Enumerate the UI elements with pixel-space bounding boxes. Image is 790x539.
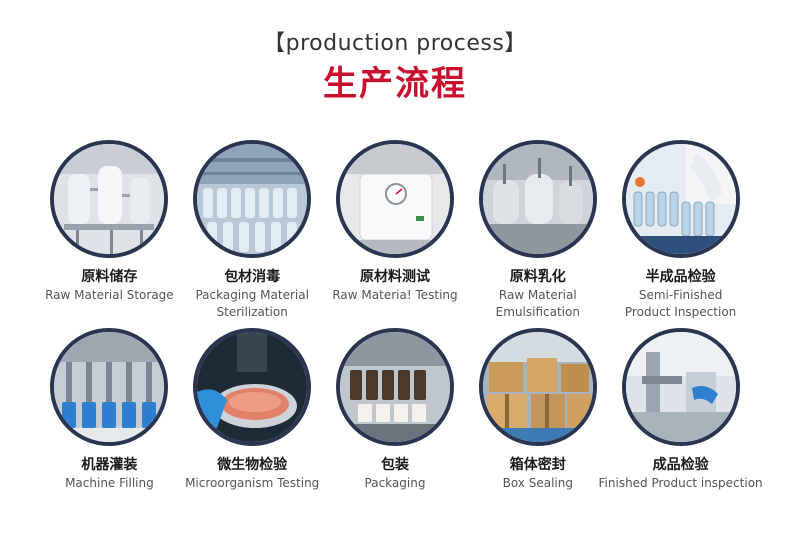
step-title-en-line-2: Product Inspection xyxy=(624,305,737,319)
process-step-microorganism-testing: 微生物检验 Microorganism Testing xyxy=(181,328,324,508)
step-title-zh: 原材料测试 xyxy=(359,269,430,285)
step-title-en: Box Sealing xyxy=(502,476,573,490)
petri-dish-photo xyxy=(193,328,312,446)
page-title-chinese: 生产流程 xyxy=(323,64,467,104)
step-title-zh: 箱体密封 xyxy=(509,457,566,473)
step-title-en: Raw Material Storage xyxy=(45,288,174,302)
step-title-en-line-2: Sterilization xyxy=(216,305,288,319)
step-title-zh: 包装 xyxy=(380,457,409,473)
filling-machine-photo xyxy=(50,328,169,446)
glass-bottles-photo xyxy=(193,140,312,258)
cardboard-boxes-photo xyxy=(478,328,597,446)
process-step-raw-material-storage: 原料储存 Raw Material Storage xyxy=(38,140,181,328)
step-title-en-line-1: Raw Material xyxy=(498,288,577,302)
step-title-en: Machine Filling xyxy=(65,476,154,490)
test-tubes-photo xyxy=(621,140,740,258)
step-title-zh: 半成品检验 xyxy=(645,269,716,285)
inspection-lab-photo xyxy=(621,328,740,446)
step-title-en: Finished Product inspection xyxy=(598,476,763,490)
step-title-en-line-1: Semi-Finished xyxy=(638,288,723,302)
step-title-zh: 成品检验 xyxy=(652,457,709,473)
page-title-english: 【production process】 xyxy=(263,31,527,56)
step-title-en: Raw Materia! Testing xyxy=(332,288,458,302)
process-step-machine-filling: 机器灌装 Machine Filling xyxy=(38,328,181,508)
step-title-zh: 机器灌装 xyxy=(81,457,138,473)
step-title-zh: 包材消毒 xyxy=(224,269,281,285)
process-step-box-sealing: 箱体密封 Box Sealing xyxy=(466,328,609,508)
step-title-zh: 微生物检验 xyxy=(217,457,288,473)
storage-tanks-photo xyxy=(50,140,169,258)
emulsifier-tanks-photo xyxy=(478,140,597,258)
process-step-semi-finished-inspection: 半成品检验 Semi-Finished Product Inspection xyxy=(609,140,752,328)
step-title-zh: 原料储存 xyxy=(81,269,138,285)
step-title-zh: 原料乳化 xyxy=(509,269,566,285)
packaging-line-photo xyxy=(335,328,454,446)
step-title-en: Microorganism Testing xyxy=(185,476,320,490)
step-title-en: Packaging xyxy=(364,476,426,490)
page-header: 【production process】 生产流程 xyxy=(0,28,790,104)
process-step-finished-inspection: 成品检验 Finished Product inspection xyxy=(599,328,763,508)
process-steps-grid: 原料储存 Raw Material Storage xyxy=(38,140,763,508)
process-step-packaging-sterilization: 包材消毒 Packaging Material Sterilization xyxy=(181,140,324,328)
step-title-en-line-2: Emulsification xyxy=(495,305,580,319)
process-step-emulsification: 原料乳化 Raw Material Emulsification xyxy=(466,140,609,328)
step-title-en-line-1: Packaging Material xyxy=(195,288,309,302)
process-step-packaging: 包装 Packaging xyxy=(324,328,467,508)
testing-machine-photo xyxy=(335,140,454,258)
process-step-raw-material-testing: 原材料测试 Raw Materia! Testing xyxy=(324,140,467,328)
